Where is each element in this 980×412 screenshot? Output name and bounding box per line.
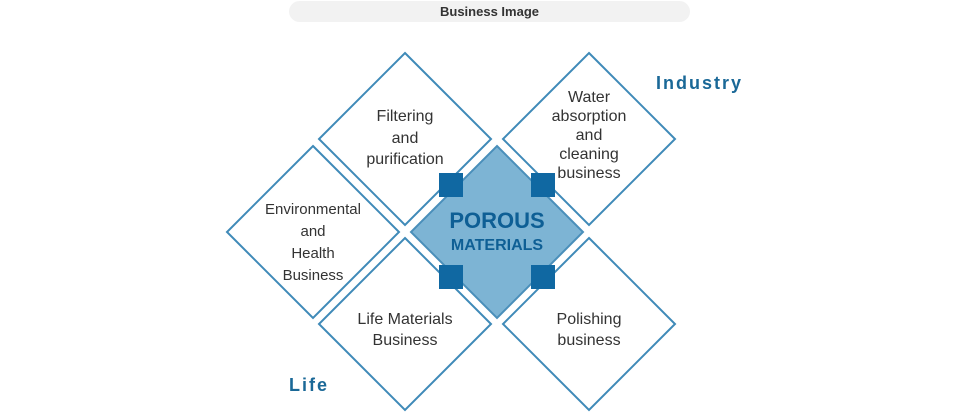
environmental-line-4: Business	[283, 267, 344, 284]
water-line-4: cleaning	[559, 146, 619, 163]
connector-square-bottom-right	[531, 265, 555, 289]
polishing-line-2: business	[557, 332, 620, 349]
water-line-3: and	[576, 127, 603, 144]
environmental-line-2: and	[300, 223, 325, 240]
filtering-line-2: and	[392, 130, 419, 147]
axis-label-life: Life	[289, 375, 329, 395]
center-title-line2: MATERIALS	[451, 237, 543, 254]
environmental-line-3: Health	[291, 245, 334, 262]
life-materials-line-2: Business	[373, 332, 438, 349]
connector-square-top-right	[531, 173, 555, 197]
axis-label-industry: Industry	[656, 73, 743, 93]
center-title-line1: POROUS	[449, 208, 544, 233]
diamond-environmental	[225, 144, 401, 320]
connector-square-top-left	[439, 173, 463, 197]
filtering-line-3: purification	[366, 151, 443, 168]
header-title: Business Image	[289, 1, 690, 22]
environmental-line-1: Environmental	[265, 201, 361, 218]
connector-square-bottom-left	[439, 265, 463, 289]
filtering-line-1: Filtering	[377, 108, 434, 125]
water-line-1: Water	[568, 89, 611, 106]
life-materials-line-1: Life Materials	[357, 311, 452, 328]
water-line-2: absorption	[552, 108, 627, 125]
polishing-line-1: Polishing	[557, 311, 622, 328]
water-line-5: business	[557, 165, 620, 182]
